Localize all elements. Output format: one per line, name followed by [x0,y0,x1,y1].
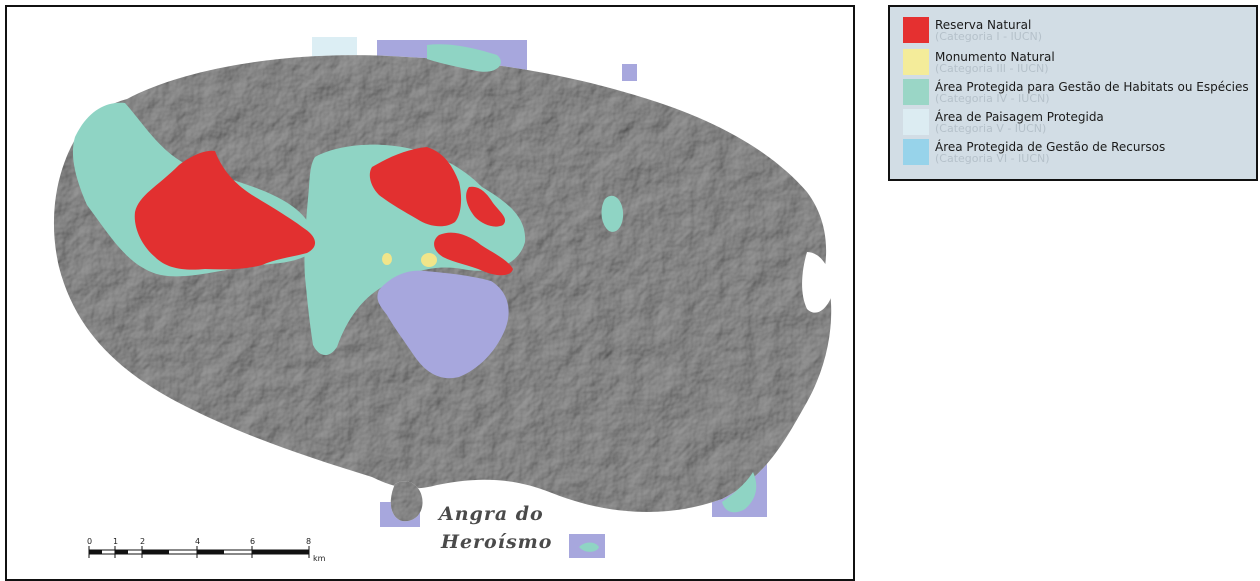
habitats-zone-southeast [722,472,757,513]
legend-swatch-teal [903,79,929,105]
reserva-zone-south [434,232,513,276]
monumento-zone-east [421,253,437,267]
scale-tick-2: 2 [140,537,146,546]
legend-item-monumento-natural: Monumento Natural (Categoria III - IUCN) [903,41,1253,75]
legend-swatch-red [903,17,929,43]
east-bay [802,252,833,313]
scale-tick-1: 1 [113,537,119,546]
scale-unit: km [313,554,326,563]
scale-tick-4: 4 [195,537,201,546]
legend-item-title: Área Protegida para Gestão de Habitats o… [935,80,1249,94]
place-label-angra-line2: Heroísmo [441,531,553,553]
legend-item-gestao-recursos: Área Protegida de Gestão de Recursos (Ca… [903,131,1253,165]
scale-tick-6: 6 [250,537,256,546]
legend-item-subtitle: (Categoria VI - IUCN) [935,152,1050,165]
legend-item-title: Área Protegida de Gestão de Recursos [935,140,1166,154]
place-label-angra-line1: Angra do [439,503,544,525]
scale-tick-8: 8 [306,537,312,546]
legend-item-title: Reserva Natural [935,18,1032,32]
scale-bar: 0 1 2 4 6 8 km [87,537,347,567]
legend-panel: Reserva Natural (Categoria I - IUCN) Mon… [888,5,1258,181]
recursos-zone-northeast [622,64,637,81]
habitats-zone-islet [579,542,599,552]
reserva-zone-east [466,186,506,227]
habitats-zone-east [601,195,624,232]
recursos-zone-caldera [377,270,509,379]
legend-swatch-yellow [903,49,929,75]
legend-item-paisagem-protegida: Área de Paisagem Protegida (Categoria V … [903,101,1253,135]
legend-item-title: Monumento Natural [935,50,1055,64]
reserva-zone-west [134,150,316,270]
scale-tick-0: 0 [87,537,93,546]
scale-bar-graphic [88,546,310,558]
habitats-zone-north-strip [427,44,501,72]
legend-swatch-sky-blue [903,139,929,165]
reserva-zone-central [369,147,462,227]
legend-item-subtitle: (Categoria V - IUCN) [935,122,1047,135]
island-map [53,37,833,558]
monumento-zone-west [382,253,392,265]
legend-item-subtitle: (Categoria IV - IUCN) [935,92,1050,105]
legend-item-gestao-habitats: Área Protegida para Gestão de Habitats o… [903,71,1253,105]
islet-rock [390,481,423,522]
legend-item-title: Área de Paisagem Protegida [935,110,1104,124]
map-panel: Angra do Heroísmo 0 1 2 4 6 8 km [5,5,855,581]
legend-item-subtitle: (Categoria III - IUCN) [935,62,1049,75]
legend-item-subtitle: (Categoria I - IUCN) [935,30,1043,43]
legend-item-reserva-natural: Reserva Natural (Categoria I - IUCN) [903,9,1253,43]
legend-swatch-pale-blue [903,109,929,135]
